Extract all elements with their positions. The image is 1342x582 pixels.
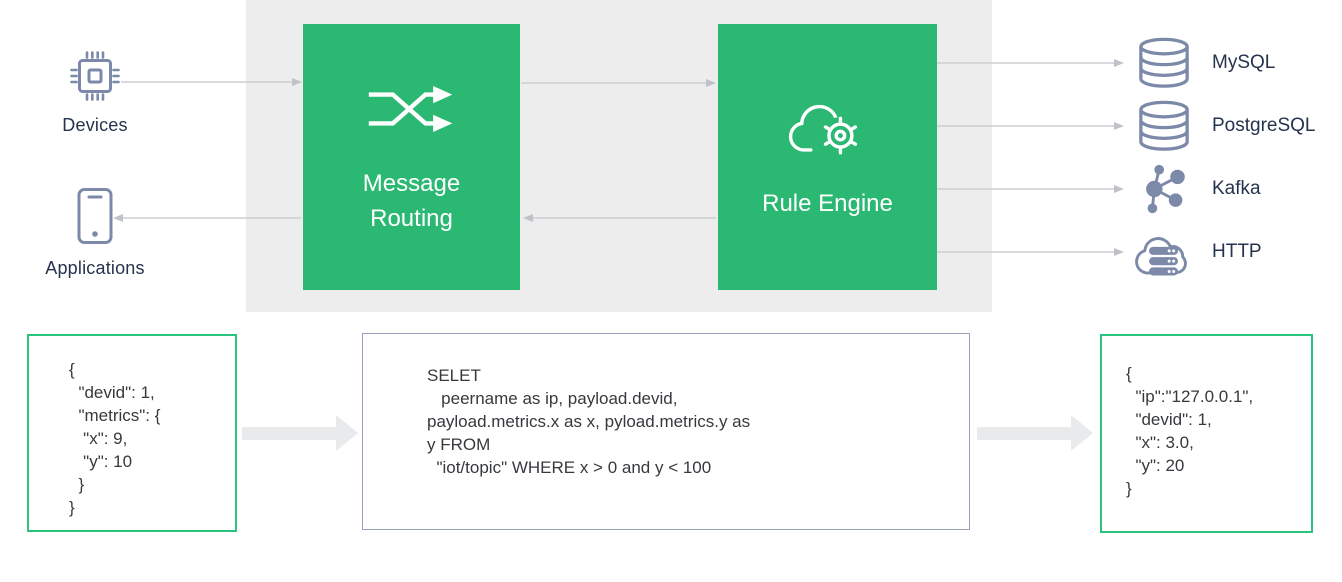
- node-devices: Devices: [16, 50, 174, 136]
- stage-message-routing: Message Routing: [303, 24, 520, 290]
- cloud-gear-icon: [788, 104, 859, 155]
- shuffle-icon: [368, 85, 452, 133]
- sink-postgresql: PostgreSQL: [1133, 95, 1316, 157]
- sink-label: HTTP: [1212, 241, 1262, 262]
- devices-label: Devices: [62, 115, 128, 135]
- input-payload-box: { "devid": 1, "metrics": { "x": 9, "y": …: [27, 334, 237, 532]
- stage-rule-engine: Rule Engine: [718, 24, 937, 290]
- arrow-sql-to-output: [977, 415, 1093, 451]
- gear-glyph: [821, 116, 859, 155]
- message-routing-title: Message Routing: [362, 170, 461, 232]
- rule-sql-text: SELET peername as ip, payload.devid, pay…: [427, 366, 751, 477]
- chip-icon: [70, 51, 120, 101]
- node-applications: Applications: [16, 186, 174, 279]
- rule-engine-title: Rule Engine: [762, 189, 893, 217]
- applications-label: Applications: [45, 258, 145, 278]
- server-bars: [1149, 246, 1179, 276]
- http-cloud-icon: [1133, 223, 1195, 281]
- output-result-box: { "ip":"127.0.0.1", "devid": 1, "x": 3.0…: [1100, 334, 1313, 533]
- sink-mysql: MySQL: [1133, 32, 1275, 94]
- smartphone-icon: [77, 188, 113, 244]
- sink-label: MySQL: [1212, 52, 1276, 73]
- rule-sql-box: SELET peername as ip, payload.devid, pay…: [362, 333, 970, 530]
- output-result-json: { "ip":"127.0.0.1", "devid": 1, "x": 3.0…: [1126, 364, 1254, 498]
- arrow-input-to-sql: [242, 415, 358, 451]
- kafka-icon: [1133, 161, 1195, 217]
- input-payload-json: { "devid": 1, "metrics": { "x": 9, "y": …: [69, 360, 161, 517]
- sink-http: HTTP: [1133, 221, 1262, 283]
- database-icon: [1133, 99, 1195, 153]
- database-icon: [1133, 36, 1195, 90]
- sink-label: PostgreSQL: [1212, 115, 1316, 136]
- sink-label: Kafka: [1212, 178, 1261, 199]
- sink-kafka: Kafka: [1133, 158, 1261, 220]
